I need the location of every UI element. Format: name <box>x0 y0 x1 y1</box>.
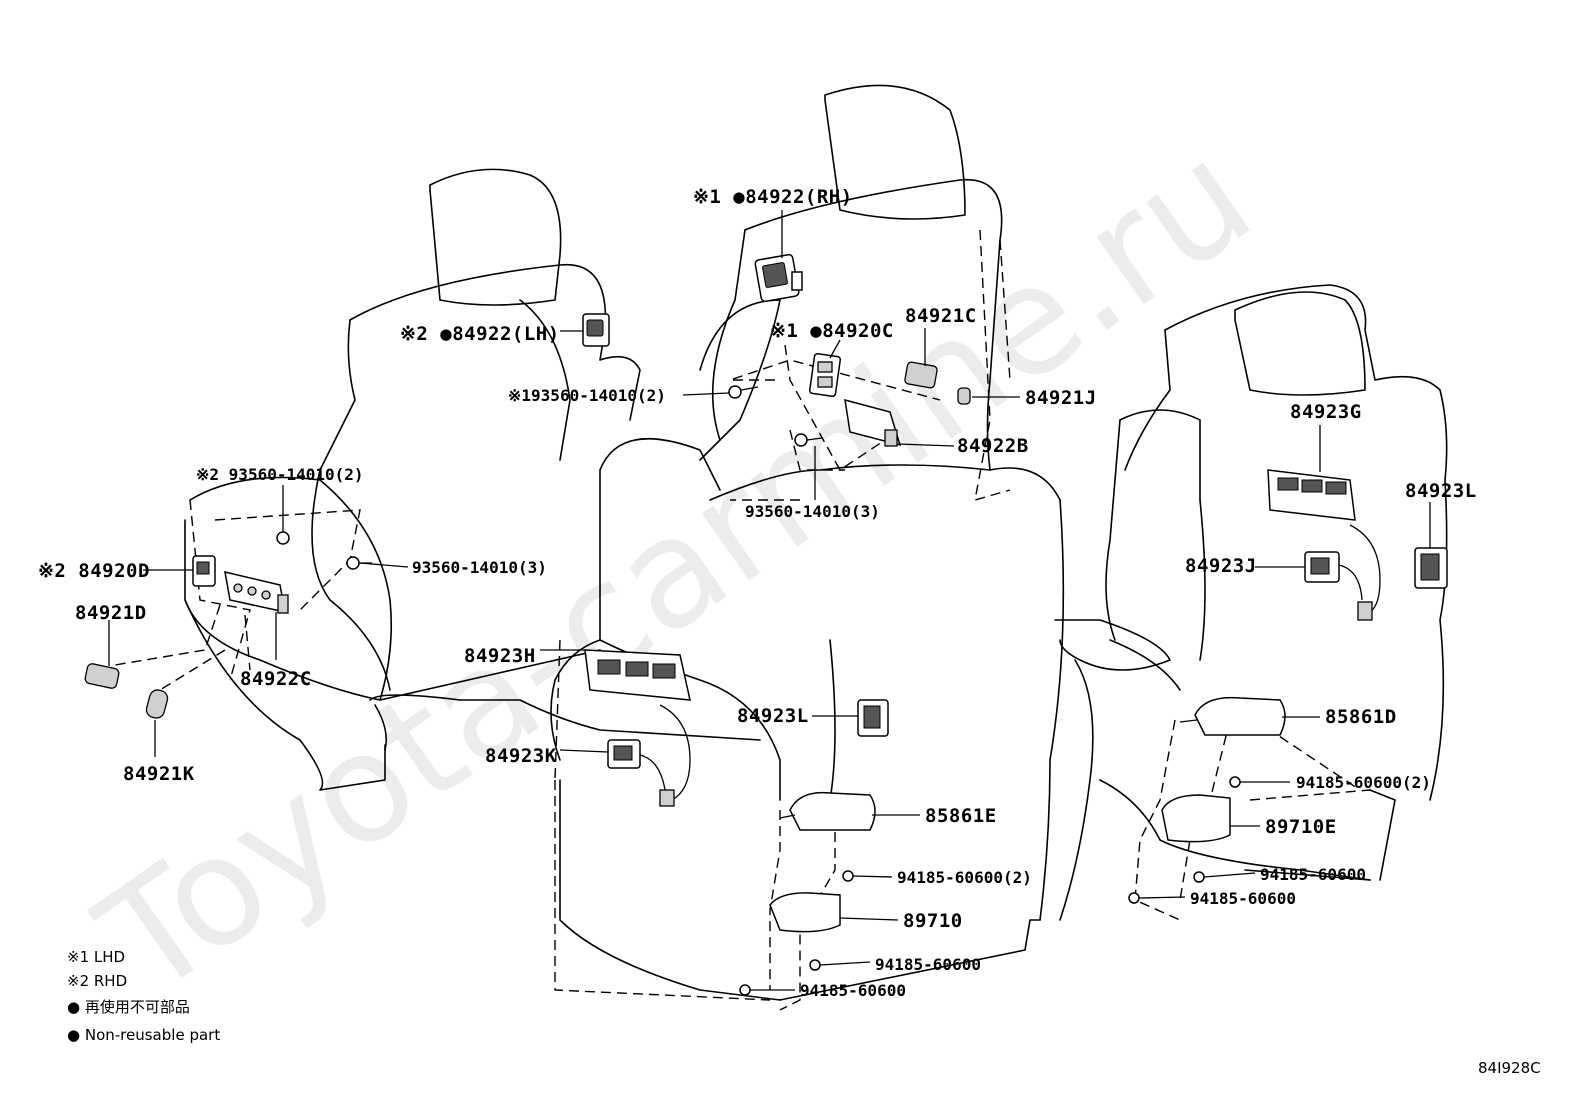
label-89710e: 89710E <box>1265 816 1337 838</box>
label-84923g: 84923G <box>1290 401 1362 423</box>
label-93560-3-a: 93560-14010(3) <box>745 502 880 521</box>
label-84923h: 84923H <box>464 645 536 667</box>
part-84922c <box>224 571 289 614</box>
label-93560-2-b: ※2 93560-14010(2) <box>196 465 364 484</box>
legend-non-reusable-jp: ● 再使用不可部品 <box>67 998 190 1016</box>
part-nuts <box>739 776 1241 996</box>
part-89710e <box>1161 794 1231 843</box>
label-94185-a: 94185-60600 <box>875 955 981 974</box>
label-84922-lh: ※2 ●84922(LH) <box>400 323 560 345</box>
label-94185-2-b: 94185-60600(2) <box>1296 773 1431 792</box>
part-84921j <box>957 387 971 405</box>
part-84922-lh <box>582 313 610 347</box>
label-93560-3-b: 93560-14010(3) <box>412 558 547 577</box>
label-89710: 89710 <box>903 910 963 932</box>
part-84923g <box>1267 469 1381 613</box>
part-84923j <box>1304 551 1373 621</box>
diagram-code: 84I928C <box>1478 1059 1541 1077</box>
part-84921k <box>145 689 169 719</box>
part-84922b <box>844 398 902 447</box>
part-84923l-mid <box>857 699 889 737</box>
legend: ※1 LHD ※2 RHD ● 再使用不可部品 ● Non-reusable p… <box>67 948 220 1044</box>
part-85861d <box>1179 696 1286 736</box>
label-93560-2-a: ※193560-14010(2) <box>508 386 666 405</box>
watermark: Toyota-carmine.ru <box>70 109 1282 1030</box>
part-84923k <box>607 739 675 807</box>
part-84923l-right <box>1414 547 1448 589</box>
legend-lhd: ※1 LHD <box>67 948 125 966</box>
part-84923h <box>584 649 691 801</box>
right-seat-outline <box>1099 284 1448 881</box>
part-labels: ※1 ●84922(RH) ※2 ●84922(LH) ※1 ●84920C 8… <box>38 186 1477 1000</box>
label-94185-2-a: 94185-60600(2) <box>897 868 1032 887</box>
label-94185-c: 94185-60600 <box>1260 865 1366 884</box>
part-85861e <box>779 791 876 831</box>
label-85861e: 85861E <box>925 805 997 827</box>
label-84922b: 84922B <box>957 435 1029 457</box>
label-84921d: 84921D <box>75 602 147 624</box>
label-84921c: 84921C <box>905 305 977 327</box>
label-84921j: 84921J <box>1025 387 1097 409</box>
part-84920c <box>808 353 842 397</box>
part-84920d <box>192 555 216 587</box>
legend-non-reusable-en: ● Non-reusable part <box>67 1026 220 1044</box>
label-84921k: 84921K <box>123 763 195 785</box>
label-84922c: 84922C <box>240 668 312 690</box>
left-seat-outline <box>184 168 641 791</box>
label-84923l-mid: 84923L <box>737 705 809 727</box>
part-89710 <box>769 892 841 933</box>
label-84920d: ※2 84920D <box>38 560 150 582</box>
leader-lines <box>108 210 1431 991</box>
part-84921c <box>904 361 938 389</box>
part-84921d <box>84 663 120 689</box>
label-85861d: 85861D <box>1325 706 1397 728</box>
label-84923k: 84923K <box>485 745 557 767</box>
label-84923l-right: 84923L <box>1405 480 1477 502</box>
label-84923j: 84923J <box>1185 555 1257 577</box>
legend-rhd: ※2 RHD <box>67 972 127 990</box>
center-seat-outline <box>369 84 1171 1001</box>
label-94185-d: 94185-60600 <box>1190 889 1296 908</box>
label-94185-b: 94185-60600 <box>800 981 906 1000</box>
label-84922-rh: ※1 ●84922(RH) <box>693 186 853 208</box>
label-84920c: ※1 ●84920C <box>770 320 894 342</box>
part-84922-rh <box>754 253 803 303</box>
